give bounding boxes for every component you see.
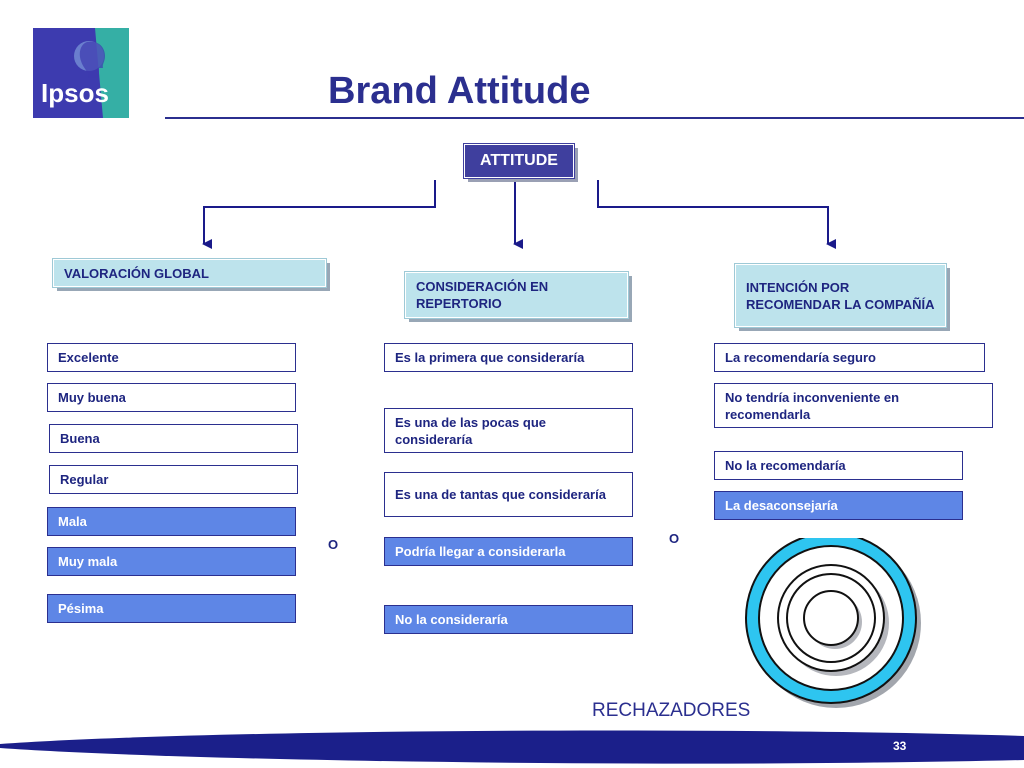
option-pocas-consideraria: Es una de las pocas que consideraría [384, 408, 633, 453]
category-valoracion-global: VALORACIÓN GLOBAL [52, 258, 327, 288]
option-primera-consideraria: Es la primera que consideraría [384, 343, 633, 372]
page-title: Brand Attitude [328, 70, 591, 112]
separator-o-right: O [669, 531, 680, 546]
category-intencion-recomendar: INTENCIÓN POR RECOMENDAR LA COMPAÑÍA [734, 263, 947, 328]
option-mala: Mala [47, 507, 296, 536]
target-rings-icon [745, 538, 921, 708]
arrow-to-intencion [597, 180, 836, 249]
rechazadores-label: RECHAZADORES [592, 700, 751, 721]
option-recomendaria-seguro: La recomendaría seguro [714, 343, 985, 372]
option-no-recomendaria: No la recomendaría [714, 451, 963, 480]
ipsos-logo: Ipsos [33, 28, 129, 118]
option-tantas-consideraria: Es una de tantas que consideraría [384, 472, 633, 517]
category-consideracion-repertorio: CONSIDERACIÓN EN REPERTORIO [404, 271, 629, 319]
option-regular: Regular [49, 465, 298, 494]
option-podria-considerarla: Podría llegar a considerarla [384, 537, 633, 566]
attitude-node: ATTITUDE [463, 143, 575, 179]
option-pesima: Pésima [47, 594, 296, 623]
svg-text:Ipsos: Ipsos [41, 78, 109, 108]
option-buena: Buena [49, 424, 298, 453]
title-underline [165, 117, 1024, 119]
option-no-consideraria: No la consideraría [384, 605, 633, 634]
option-muy-mala: Muy mala [47, 547, 296, 576]
option-desaconsejaria: La desaconsejaría [714, 491, 963, 520]
page-number: 33 [893, 739, 907, 753]
arrow-to-valoracion [202, 180, 436, 249]
option-muy-buena: Muy buena [47, 383, 296, 412]
separator-o-left: O [328, 537, 339, 552]
option-no-inconveniente: No tendría inconveniente en recomendarla [714, 383, 993, 428]
footer-bar [0, 730, 1024, 764]
option-excelente: Excelente [47, 343, 296, 372]
